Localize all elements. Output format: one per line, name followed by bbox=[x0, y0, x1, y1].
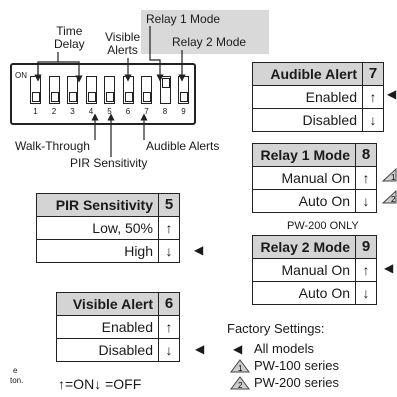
svg-text:1: 1 bbox=[391, 173, 396, 182]
up-arrow-icon: ↑ bbox=[362, 85, 384, 109]
dip-switch-4[interactable] bbox=[85, 76, 97, 104]
dip-switch-7[interactable] bbox=[141, 76, 152, 104]
visible-alerts-label: Visible Alerts bbox=[105, 30, 141, 57]
pir-sensitivity-label: PIR Sensitivity bbox=[70, 156, 148, 170]
dip-switch-6[interactable] bbox=[122, 76, 134, 104]
svg-text:2: 2 bbox=[391, 195, 396, 204]
all-models-marker-icon: ◀ bbox=[233, 342, 243, 356]
option-label: Manual On bbox=[252, 166, 356, 190]
default-all-marker-icon: ◀ bbox=[194, 243, 204, 257]
switch-number: 9 bbox=[355, 235, 377, 259]
switch-number-label: 1 bbox=[33, 107, 38, 116]
dip-switch-2[interactable] bbox=[48, 76, 60, 104]
option-label: Disabled bbox=[56, 338, 159, 362]
down-arrow-icon: ↓ bbox=[355, 189, 377, 213]
switch-knob bbox=[106, 92, 114, 102]
table-title: Audible Alert bbox=[252, 62, 363, 86]
relay1-mode-label: Relay 1 Mode bbox=[146, 12, 221, 26]
pw200-only-note: PW-200 ONLY bbox=[287, 220, 359, 232]
switch-number-label: 6 bbox=[125, 107, 131, 116]
default-all-marker-icon: ◀ bbox=[387, 87, 397, 101]
switch-knob bbox=[161, 78, 170, 88]
option-label: Enabled bbox=[252, 85, 363, 109]
down-arrow-icon: ↓ bbox=[355, 281, 377, 305]
table-title: Relay 2 Mode bbox=[252, 235, 356, 259]
switch-number-label: 3 bbox=[70, 107, 75, 116]
on-off-legend: ↑=ON↓ =OFF bbox=[58, 376, 141, 392]
option-label: High bbox=[36, 239, 159, 263]
on-legend-text: =ON bbox=[65, 376, 95, 392]
on-label: ON bbox=[15, 71, 27, 80]
default-all-marker-icon: ◀ bbox=[384, 261, 394, 275]
down-arrow-icon: ↓ bbox=[94, 376, 102, 392]
switch-knob bbox=[32, 92, 40, 102]
clipped-text-2: ton. bbox=[10, 376, 24, 385]
switch-knob bbox=[143, 92, 151, 102]
pw200-series-label: PW-200 series bbox=[254, 375, 340, 390]
relay1-pointer bbox=[149, 26, 164, 82]
switch-number-label: 7 bbox=[144, 107, 149, 116]
clipped-text-1: e bbox=[13, 366, 18, 375]
all-models-label: All models bbox=[254, 341, 314, 356]
table-title: Relay 1 Mode bbox=[252, 143, 356, 167]
option-label: Enabled bbox=[56, 315, 159, 339]
audible-alerts-label: Audible Alerts bbox=[146, 139, 220, 153]
switch-knob bbox=[87, 92, 96, 102]
pw100-marker-icon: 1 bbox=[382, 168, 397, 182]
option-label: Low, 50% bbox=[36, 216, 159, 240]
up-arrow-icon: ↑ bbox=[355, 258, 377, 282]
table-title: PIR Sensitivity bbox=[36, 193, 159, 217]
dip-switch-3[interactable] bbox=[67, 76, 78, 104]
switch-knob bbox=[50, 92, 59, 102]
pw100-legend-icon: 1 bbox=[230, 359, 250, 373]
switch-number-label: 4 bbox=[88, 107, 94, 116]
dip-switch-8[interactable] bbox=[159, 76, 171, 104]
switch-knob bbox=[124, 92, 133, 102]
svg-text:2: 2 bbox=[238, 381, 243, 390]
up-arrow-icon: ↑ bbox=[158, 216, 180, 240]
time-delay-bracket bbox=[37, 61, 83, 83]
switch-number-label: 2 bbox=[51, 107, 57, 116]
down-arrow-icon: ↓ bbox=[158, 338, 180, 362]
switch-knob bbox=[180, 92, 188, 102]
off-legend-text: =OFF bbox=[101, 376, 142, 392]
dip-switch-5[interactable] bbox=[104, 76, 115, 104]
up-arrow-icon: ↑ bbox=[58, 376, 65, 392]
switch-number: 8 bbox=[355, 143, 377, 167]
dip-switch-block: ON 1 2 3 4 5 6 7 8 9 bbox=[10, 63, 196, 125]
down-arrow-icon: ↓ bbox=[158, 239, 180, 263]
option-label: Manual On bbox=[252, 258, 356, 282]
table-title: Visible Alert bbox=[56, 292, 159, 316]
factory-settings-heading: Factory Settings: bbox=[227, 321, 325, 336]
relay-label-highlight bbox=[141, 10, 269, 54]
up-arrow-icon: ↑ bbox=[355, 166, 377, 190]
up-arrow-icon: ↑ bbox=[158, 315, 180, 339]
pw200-legend-icon: 2 bbox=[230, 376, 250, 390]
switch-number: 6 bbox=[158, 292, 180, 316]
switch-number-label: 5 bbox=[107, 107, 112, 116]
default-all-marker-icon: ◀ bbox=[195, 342, 205, 356]
pw200-marker-icon: 2 bbox=[382, 190, 397, 204]
svg-text:1: 1 bbox=[238, 364, 243, 373]
switch-number: 5 bbox=[158, 193, 180, 217]
option-label: Auto On bbox=[252, 281, 356, 305]
relay2-mode-label: Relay 2 Mode bbox=[172, 35, 247, 49]
switch-number: 7 bbox=[362, 62, 384, 86]
down-arrow-icon: ↓ bbox=[362, 108, 384, 132]
switch-number-label: 8 bbox=[162, 107, 168, 116]
walk-through-label: Walk-Through bbox=[15, 139, 90, 153]
option-label: Disabled bbox=[252, 108, 363, 132]
pw100-series-label: PW-100 series bbox=[254, 358, 340, 373]
switch-number-label: 9 bbox=[181, 107, 186, 116]
switch-knob bbox=[69, 92, 77, 102]
time-delay-label: Time Delay bbox=[54, 24, 85, 51]
option-label: Auto On bbox=[252, 189, 356, 213]
